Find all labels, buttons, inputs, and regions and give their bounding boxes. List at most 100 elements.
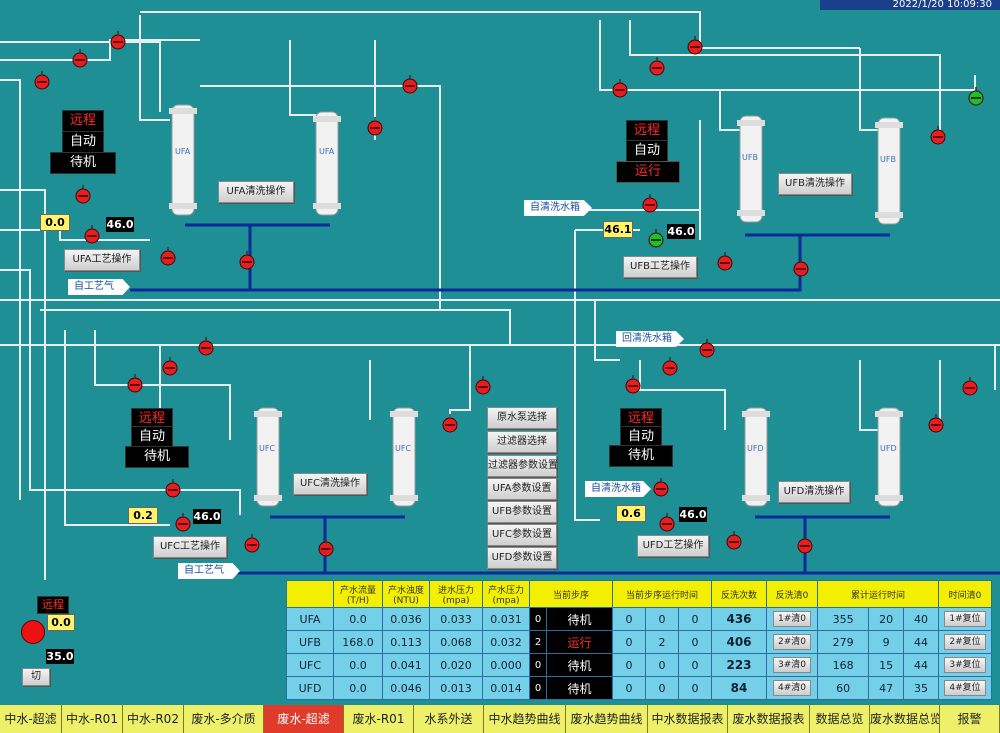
step-time-s: 0 — [678, 630, 712, 654]
inlet-pressure: 0.033 — [429, 607, 483, 631]
ufd-process-button[interactable]: UFD工艺操作 — [637, 535, 709, 557]
time-reset-button[interactable]: 3#复位 — [944, 657, 986, 673]
uf-columns: UFA UFA UFB UFB UFC UFC UFD UFD — [169, 104, 903, 507]
nav-button[interactable]: 废水趋势曲线 — [566, 705, 648, 733]
nav-button[interactable]: 中水-超滤 — [0, 705, 62, 733]
table-header: 产水流量 (T/H) — [333, 580, 383, 608]
unit-name: UFC — [286, 653, 334, 677]
valve-icon[interactable] — [165, 479, 181, 498]
raw-pump-select-button[interactable]: 原水泵选择 — [487, 407, 557, 429]
valve-icon[interactable] — [625, 375, 641, 394]
ufb-clean-button[interactable]: UFB清洗操作 — [778, 173, 852, 195]
ufc-process-button[interactable]: UFC工艺操作 — [153, 536, 227, 558]
valve-icon[interactable] — [612, 79, 628, 98]
valve-icon[interactable] — [648, 229, 664, 248]
ufa-process-button[interactable]: UFA工艺操作 — [64, 249, 140, 271]
step-time-h: 0 — [612, 607, 646, 631]
valve-icon[interactable] — [475, 376, 491, 395]
nav-button[interactable]: 废水数据总览 — [870, 705, 940, 733]
ufd-param-button[interactable]: UFD参数设置 — [487, 547, 557, 569]
valve-icon[interactable] — [84, 225, 100, 244]
valve-icon[interactable] — [244, 534, 260, 553]
valve-icon[interactable] — [318, 538, 334, 557]
valve-icon[interactable] — [110, 31, 126, 50]
valve-icon[interactable] — [75, 185, 91, 204]
valve-icon[interactable] — [968, 87, 984, 106]
time-reset-button[interactable]: 4#复位 — [944, 680, 986, 696]
backwash-count: 223 — [711, 653, 767, 677]
valve-icon[interactable] — [930, 126, 946, 145]
valve-icon[interactable] — [402, 75, 418, 94]
backwash-clear-button[interactable]: 3#清0 — [773, 657, 811, 673]
valve-icon[interactable] — [717, 252, 733, 271]
pump-icon[interactable] — [21, 620, 45, 644]
ufc-temperature: 46.0 — [193, 509, 221, 524]
ufa-mode-remote: 远程 — [62, 110, 104, 132]
nav-button[interactable]: 废水-超滤 — [264, 705, 344, 733]
valve-icon[interactable] — [127, 374, 143, 393]
self-clean-tank-label-b: 自清洗水箱 — [524, 200, 592, 216]
valve-icon[interactable] — [726, 531, 742, 550]
table-cell: 1#复位 — [938, 607, 992, 631]
ufa-clean-button[interactable]: UFA清洗操作 — [218, 181, 294, 203]
ufc-state: 待机 — [125, 446, 189, 468]
ufd-mode-remote: 远程 — [620, 408, 662, 430]
nav-button[interactable]: 废水数据报表 — [728, 705, 810, 733]
nav-button[interactable]: 中水数据报表 — [648, 705, 728, 733]
switch-button[interactable]: 切 — [22, 668, 50, 686]
nav-button[interactable]: 废水-R01 — [344, 705, 414, 733]
ufc-param-button[interactable]: UFC参数设置 — [487, 524, 557, 546]
valve-icon[interactable] — [175, 513, 191, 532]
valve-icon[interactable] — [162, 357, 178, 376]
time-reset-button[interactable]: 2#复位 — [944, 634, 986, 650]
valve-icon[interactable] — [928, 414, 944, 433]
ufc-tank-level: 0.2 — [128, 507, 158, 524]
valve-icon[interactable] — [160, 247, 176, 266]
nav-button[interactable]: 水系外送 — [414, 705, 484, 733]
valve-icon[interactable] — [239, 251, 255, 270]
valve-icon[interactable] — [662, 357, 678, 376]
ufa-column-2: UFA — [313, 111, 341, 216]
backwash-clear-button[interactable]: 4#清0 — [773, 680, 811, 696]
nav-button[interactable]: 数据总览 — [810, 705, 870, 733]
filter-param-button[interactable]: 过滤器参数设置 — [487, 455, 558, 477]
valve-icon[interactable] — [699, 339, 715, 358]
filter-select-button[interactable]: 过滤器选择 — [487, 431, 557, 453]
inlet-pressure: 0.068 — [429, 630, 483, 654]
nav-button[interactable]: 中水-R01 — [62, 705, 123, 733]
valve-icon[interactable] — [797, 535, 813, 554]
valve-icon[interactable] — [367, 117, 383, 136]
valve-icon[interactable] — [72, 49, 88, 68]
valve-icon[interactable] — [642, 194, 658, 213]
step-index: 2 — [529, 630, 547, 654]
valve-icon[interactable] — [653, 478, 669, 497]
inlet-pressure: 0.013 — [429, 676, 483, 700]
ufa-param-button[interactable]: UFA参数设置 — [487, 478, 557, 500]
valve-icon[interactable] — [649, 57, 665, 76]
ufa-temperature: 46.0 — [106, 217, 134, 232]
valve-icon[interactable] — [793, 258, 809, 277]
valve-icon[interactable] — [442, 414, 458, 433]
ufc-clean-button[interactable]: UFC清洗操作 — [293, 473, 367, 495]
nav-button[interactable]: 报警 — [940, 705, 1000, 733]
ufd-clean-button[interactable]: UFD清洗操作 — [778, 481, 850, 503]
left-value-2: 35.0 — [46, 649, 74, 664]
valve-icon[interactable] — [659, 513, 675, 532]
ufb-process-button[interactable]: UFB工艺操作 — [623, 256, 697, 278]
product-turbidity: 0.046 — [382, 676, 430, 700]
nav-button[interactable]: 中水趋势曲线 — [484, 705, 566, 733]
backwash-clear-button[interactable]: 2#清0 — [773, 634, 811, 650]
valves — [34, 31, 984, 557]
valve-icon[interactable] — [198, 337, 214, 356]
ufc-column-2: UFC — [390, 407, 418, 507]
svg-text:UFA: UFA — [175, 147, 191, 156]
backwash-clear-button[interactable]: 1#清0 — [773, 611, 811, 627]
nav-button[interactable]: 废水-多介质 — [184, 705, 264, 733]
valve-icon[interactable] — [687, 36, 703, 55]
valve-icon[interactable] — [34, 71, 50, 90]
valve-icon[interactable] — [962, 377, 978, 396]
ufb-param-button[interactable]: UFB参数设置 — [487, 501, 557, 523]
nav-button[interactable]: 中水-R02 — [123, 705, 184, 733]
time-reset-button[interactable]: 1#复位 — [944, 611, 986, 627]
